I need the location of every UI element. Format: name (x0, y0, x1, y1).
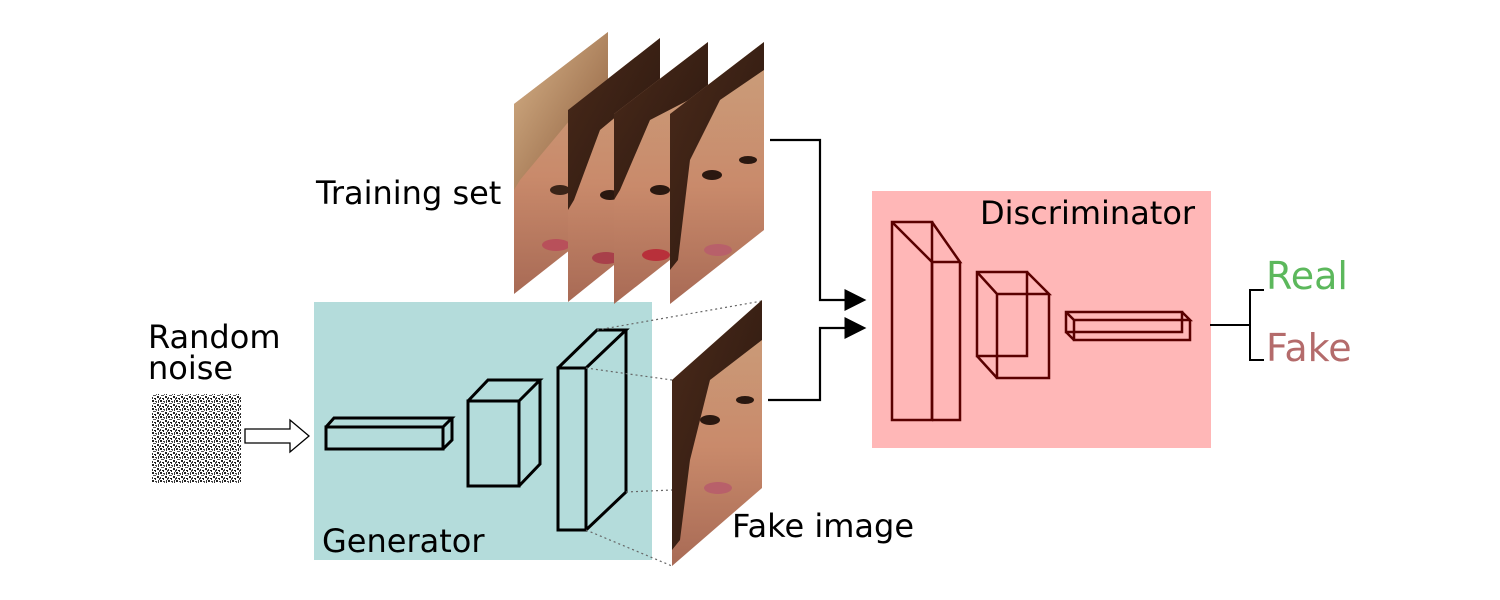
noise-arrow-icon (244, 418, 311, 454)
fake-output-label: Fake (1266, 326, 1352, 370)
training-face-4 (670, 42, 764, 304)
generator-label: Generator (322, 522, 485, 560)
real-output-label: Real (1266, 254, 1348, 298)
random-noise-label-line1: Random (148, 318, 281, 356)
projection-lines (585, 300, 763, 567)
output-bracket (1210, 289, 1264, 361)
generator-layer-2 (466, 378, 544, 488)
fake-image-face (672, 300, 762, 566)
discriminator-layer-1 (890, 220, 963, 422)
generator-panel (314, 302, 652, 560)
generator-layer-1 (324, 416, 456, 451)
fake-image-label: Fake image (732, 507, 914, 545)
training-set-label: Training set (316, 174, 502, 212)
connector-arrows (768, 138, 867, 402)
discriminator-label: Discriminator (980, 194, 1196, 232)
random-noise-label: Random noise (148, 318, 281, 387)
discriminator-layer-2 (975, 270, 1053, 380)
discriminator-layer-3 (1064, 310, 1194, 342)
random-noise-label-line2: noise (148, 349, 234, 387)
random-noise-patch (152, 394, 241, 483)
